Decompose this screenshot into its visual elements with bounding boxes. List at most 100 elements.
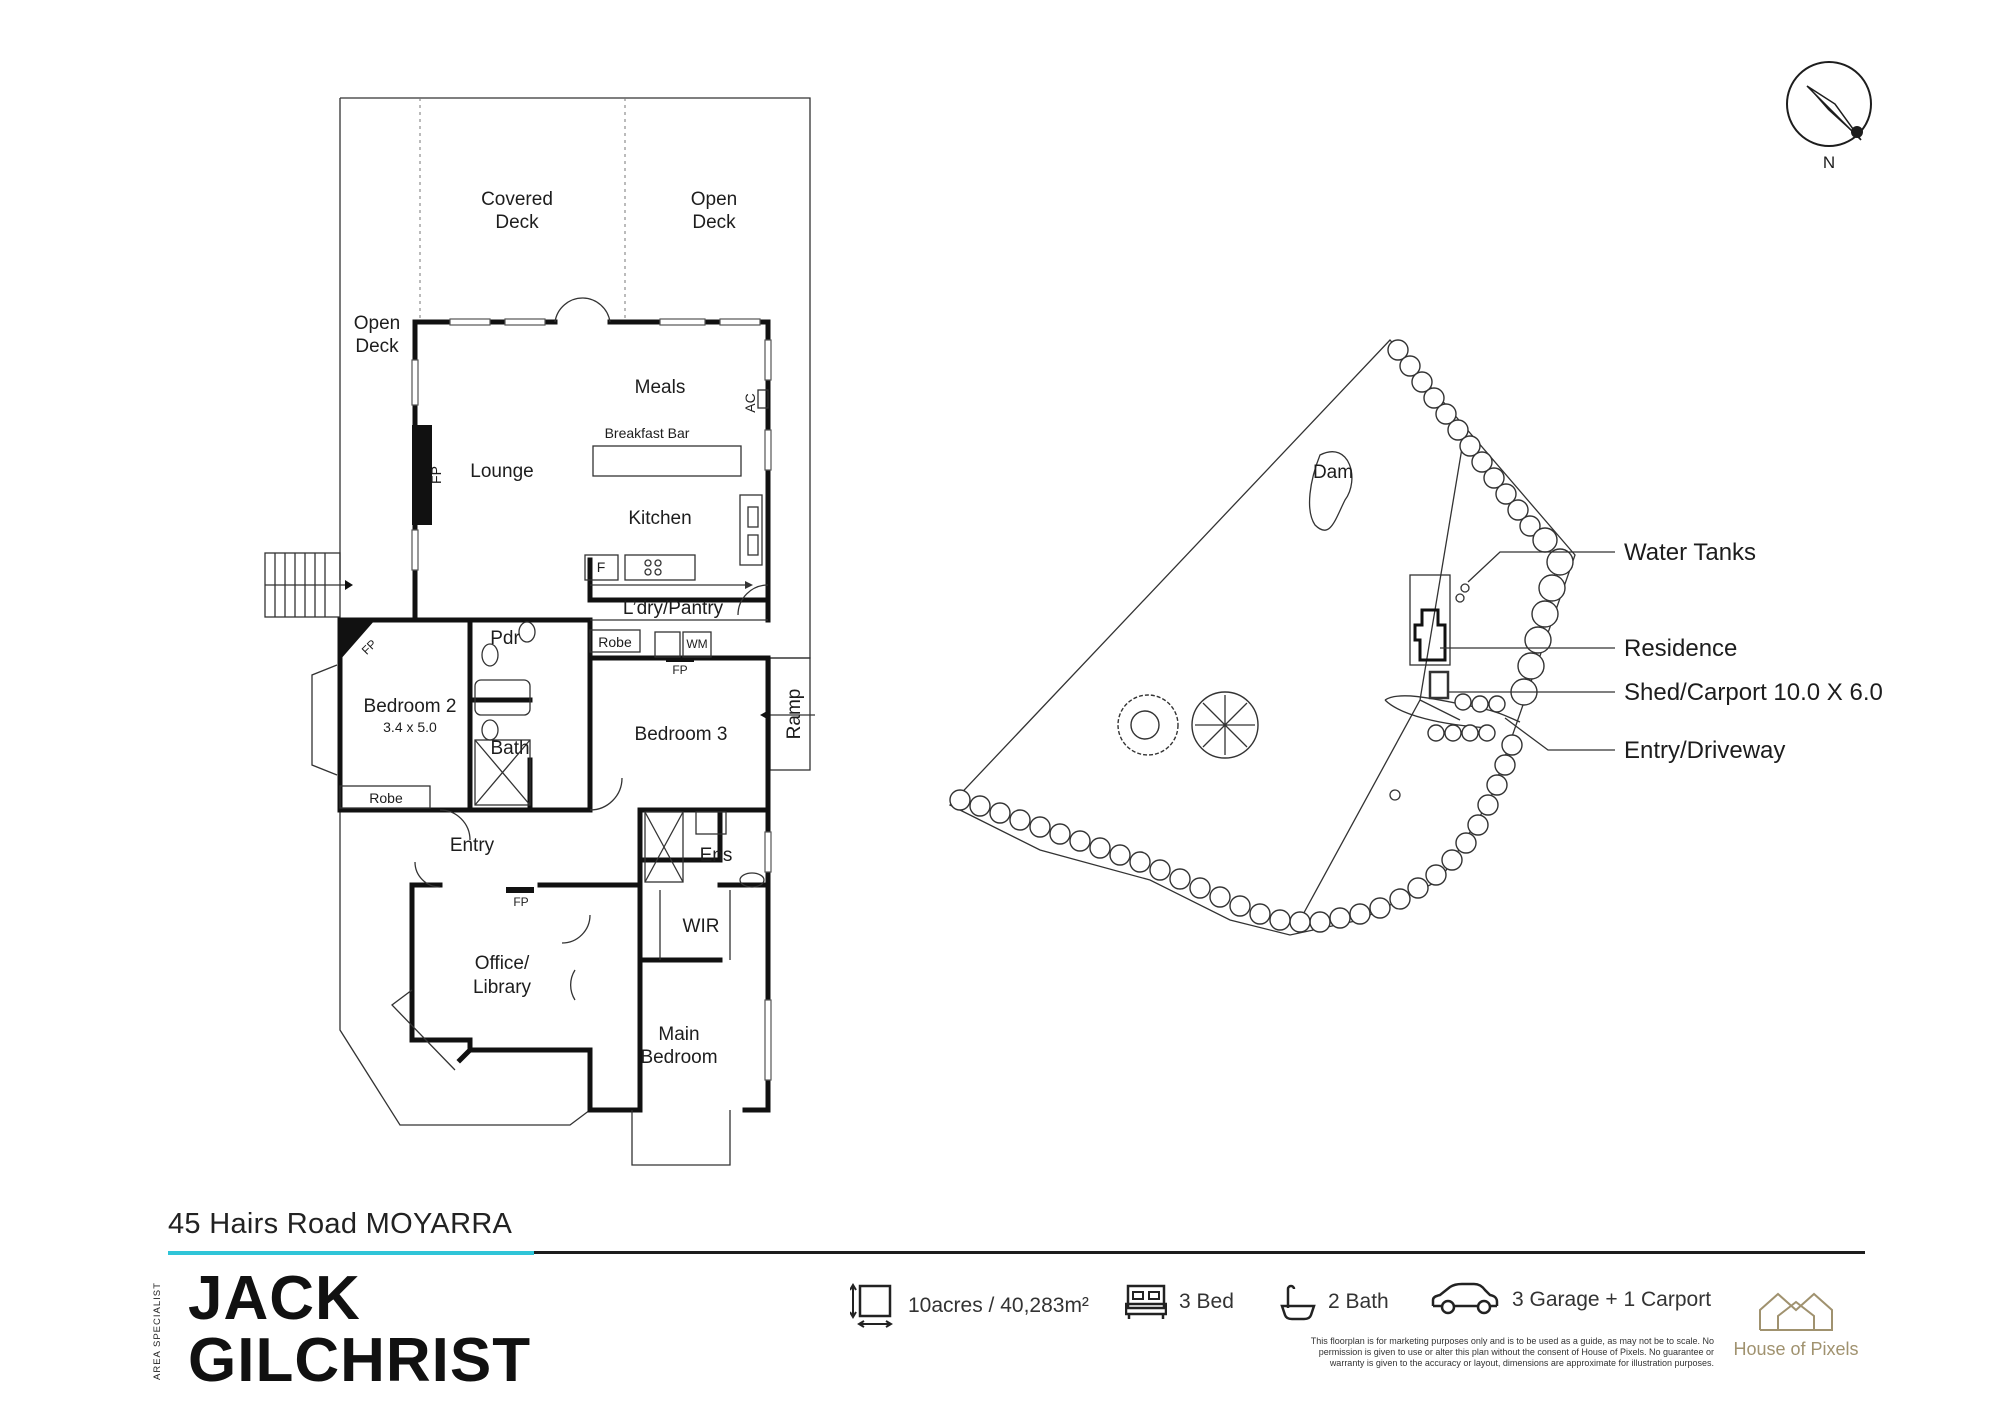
bay-window-bedroom2 [311, 664, 338, 776]
legend-entry-driveway: Entry/Driveway [1624, 737, 1785, 764]
tree-line-driveway [1427, 693, 1506, 742]
dam [1308, 451, 1353, 531]
door[interactable] [439, 809, 471, 841]
tree-line-north [1387, 339, 1558, 553]
land-size-icon [850, 1283, 893, 1328]
window [411, 359, 419, 406]
washing-machine [682, 631, 712, 658]
label-entry: Entry [450, 835, 495, 856]
basin-pdr [518, 621, 536, 643]
compass-needle-light [1806, 85, 1862, 141]
stat-bath: 2 Bath [1280, 1282, 1389, 1322]
car-icon [1431, 1282, 1499, 1315]
label-main-bedroom: Main [658, 1024, 699, 1045]
breakfast-bar [592, 445, 742, 477]
fireplace-lounge [412, 425, 432, 525]
house-of-pixels-logo: House of Pixels [1726, 1290, 1866, 1360]
label-wm: WM [686, 637, 707, 651]
residence [1413, 608, 1447, 662]
window [764, 999, 772, 1081]
bathtub [474, 679, 531, 716]
bay-window-main-bedroom [631, 1110, 731, 1166]
shower-bath [474, 739, 531, 806]
toilet-pdr [481, 643, 499, 667]
label-open-deck-side: Open [354, 313, 400, 334]
stat-land: 10acres / 40,283m² [850, 1282, 1089, 1330]
label-pdr: Pdr [490, 628, 520, 649]
french-doors[interactable] [554, 297, 611, 323]
disclaimer-text: This floorplan is for marketing purposes… [1310, 1336, 1714, 1368]
shed-carport [1428, 670, 1450, 700]
stat-garage: 3 Garage + 1 Carport [1430, 1282, 1711, 1318]
door[interactable] [589, 777, 623, 811]
window [719, 318, 761, 326]
bath-icon [1280, 1284, 1316, 1321]
tree-left [1117, 694, 1179, 756]
label-fridge: F [597, 559, 606, 575]
window [764, 831, 772, 873]
label-library: Library [473, 977, 532, 998]
paddock-fence [1299, 429, 1466, 921]
label-breakfast-bar: Breakfast Bar [605, 425, 690, 441]
label-open-deck: Open [691, 189, 737, 210]
window [764, 339, 772, 381]
door[interactable] [569, 969, 576, 1001]
footer-rule-accent [168, 1251, 534, 1255]
label-wir: WIR [683, 916, 720, 937]
label-ac: AC [742, 393, 758, 412]
door[interactable] [561, 914, 591, 944]
label-dam: Dam [1313, 462, 1353, 483]
house-pad [1409, 574, 1451, 666]
label-robe-laundry: Robe [598, 634, 632, 650]
window [504, 318, 546, 326]
label-laundry-pantry: L’dry/Pantry [623, 598, 724, 619]
tree-right [1191, 691, 1259, 759]
label-robe-bed2: Robe [369, 790, 403, 806]
robe-bed2 [339, 785, 431, 809]
label-open-deck-2: Deck [692, 212, 736, 233]
label-bedroom2-dims: 3.4 x 5.0 [383, 719, 437, 735]
stat-land-text: 10acres / 40,283m² [908, 1294, 1089, 1317]
label-fp-bed3: FP [672, 663, 687, 677]
stat-bath-text: 2 Bath [1328, 1290, 1389, 1313]
door[interactable] [414, 861, 441, 888]
toilet-ens [739, 872, 765, 888]
footer-rule [168, 1251, 1865, 1254]
fridge [584, 554, 619, 581]
brand-name-first: JACK [188, 1264, 361, 1333]
brand-tagline: AREA SPECIALIST [152, 1282, 163, 1380]
laundry-tub [654, 631, 681, 658]
label-bath: Bath [490, 738, 529, 759]
basin-bath [481, 719, 499, 741]
window [659, 318, 706, 326]
legend-residence: Residence [1624, 635, 1737, 662]
label-fp-lounge: FP [428, 466, 444, 484]
basin-ens [695, 811, 727, 835]
label-fp-office: FP [513, 895, 528, 909]
shower-ens [644, 811, 684, 883]
tree-line-east [1510, 548, 1574, 706]
label-ens: Ens [700, 845, 733, 866]
fireplace-bedroom3 [666, 656, 694, 662]
cooktop [624, 554, 696, 581]
north-compass: N [1786, 61, 1872, 172]
site-marker [1389, 789, 1401, 801]
label-bedroom2: Bedroom 2 [364, 696, 457, 717]
property-boundary [948, 339, 1576, 936]
tree-line-south-west [949, 789, 1271, 925]
fireplace-bedroom2 [340, 620, 375, 660]
stat-bed-text: 3 Bed [1179, 1290, 1234, 1313]
label-ramp: Ramp [784, 689, 805, 740]
label-fp-bed2: FP [359, 637, 380, 658]
water-tank [1455, 593, 1465, 603]
label-open-deck-side-2: Deck [355, 336, 399, 357]
label-covered-deck: Covered [481, 189, 553, 210]
door[interactable] [737, 584, 769, 616]
fireplace-office [506, 887, 534, 893]
interior-walls [409, 557, 771, 1053]
floor-plan: Covered Deck Open Deck Open Deck Meals A… [264, 97, 815, 1166]
leader-entry-driveway [1504, 717, 1615, 751]
window [764, 429, 772, 471]
leader-water-tanks [1467, 551, 1615, 583]
